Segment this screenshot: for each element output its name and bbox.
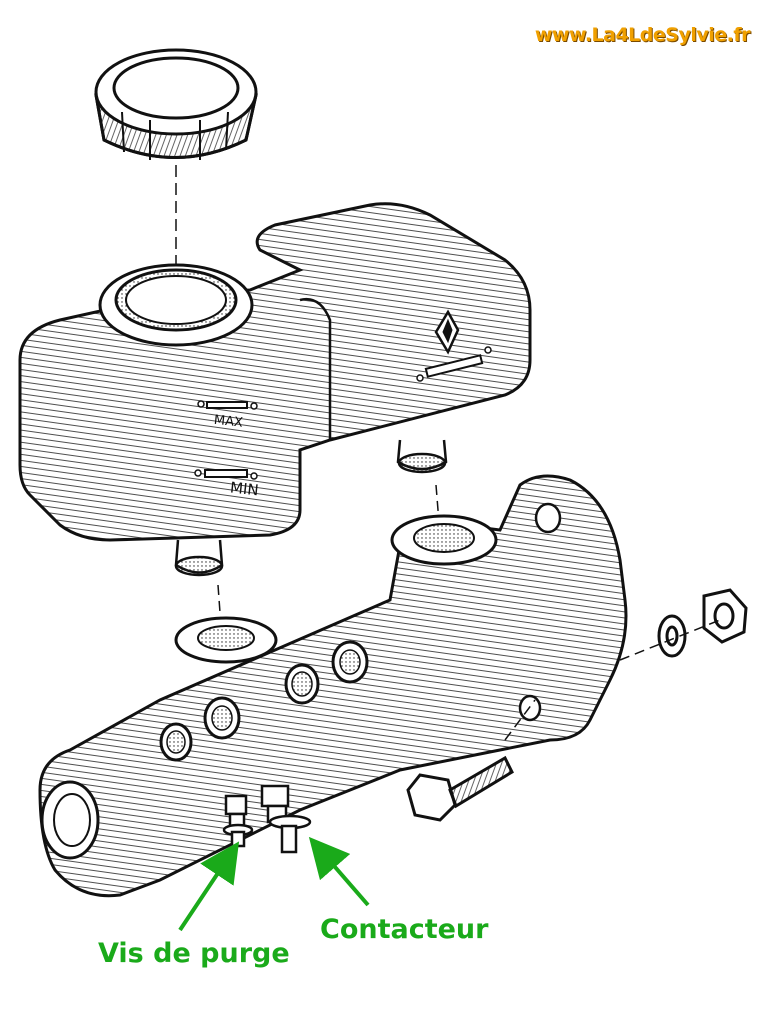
- front-outlet-axis-line: [217, 584, 223, 641]
- bolt-axis-line: [504, 699, 536, 741]
- hex-nut: [702, 588, 748, 644]
- contactor-arrow: [308, 836, 370, 907]
- reservoir-cap: [94, 48, 258, 160]
- mounting-bolt: [406, 755, 514, 822]
- max-level-label: MAX: [213, 413, 244, 431]
- site-url-watermark: www.La4LdeSylvie.fr: [534, 24, 751, 46]
- brake-light-contactor: [260, 784, 312, 854]
- min-level-label: MIN: [229, 478, 259, 499]
- bleed-screw-arrow: [178, 841, 240, 932]
- washer: [657, 614, 687, 658]
- contactor-label: Contacteur: [320, 914, 489, 945]
- master-cylinder-body: [38, 474, 628, 898]
- bleed-screw-label: Vis de purge: [98, 938, 290, 969]
- reservoir-body: [18, 202, 532, 577]
- nut-axis-line: [619, 619, 721, 661]
- bleed-screw: [222, 794, 254, 848]
